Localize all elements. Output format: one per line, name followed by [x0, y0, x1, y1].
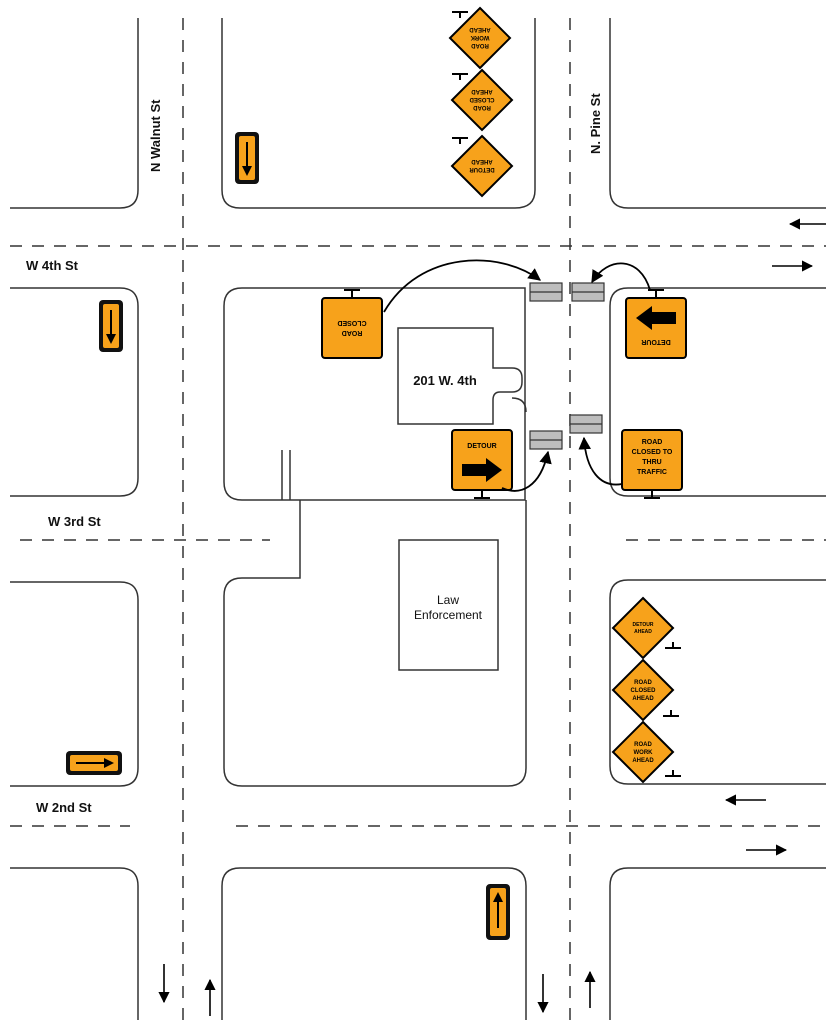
- sign-road-work-ahead-east: ROAD WORK AHEAD: [611, 720, 681, 784]
- street-label-n-walnut: N Walnut St: [148, 99, 163, 172]
- arrow-left-icon: [636, 306, 676, 330]
- sign-text: TRAFFIC: [637, 469, 667, 476]
- sign-text: AHEAD: [471, 88, 493, 94]
- barricade: [569, 414, 603, 434]
- arrow-down-icon: [106, 334, 116, 344]
- street-label-w-4th: W 4th St: [26, 258, 79, 273]
- block-outlines: [10, 18, 826, 1020]
- sign-text: AHEAD: [471, 158, 493, 164]
- sign-road-closed-4th: ROAD CLOSED: [321, 289, 383, 359]
- sign-text: WORK: [470, 34, 490, 40]
- sign-text: CLOSED: [469, 96, 495, 102]
- sign-detour-left: DETOUR: [625, 289, 687, 359]
- sign-road-closed-ahead-north: ROAD CLOSED AHEAD: [450, 68, 514, 132]
- sign-text: CLOSED: [630, 688, 656, 694]
- arrow-right-icon: [104, 758, 114, 768]
- centerlines: [10, 18, 826, 1020]
- sign-text: DETOUR: [632, 622, 653, 628]
- detour-marker-walnut-left: [99, 300, 123, 352]
- sign-road-closed-thru-traffic: ROAD CLOSED TO THRU TRAFFIC: [621, 429, 683, 499]
- street-label-w-2nd: W 2nd St: [36, 800, 92, 815]
- sign-text: ROAD: [634, 680, 652, 686]
- sign-detour-ahead-east: DETOUR AHEAD: [611, 596, 681, 660]
- detour-marker-2nd-left: [66, 751, 122, 775]
- sign-text: ROAD: [473, 104, 491, 110]
- sign-text: CLOSED: [337, 319, 366, 326]
- arrow-up-icon: [493, 892, 503, 902]
- sign-text: ROAD: [471, 42, 489, 48]
- barricade: [529, 430, 563, 450]
- barricade: [529, 282, 563, 302]
- sign-text: AHEAD: [632, 696, 654, 702]
- sign-text: AHEAD: [634, 629, 652, 635]
- building-law-enforcement: Law Enforcement: [398, 539, 499, 671]
- sign-text: AHEAD: [469, 26, 491, 32]
- building-label-law: Law: [437, 593, 459, 607]
- sign-road-closed-ahead-east: ROAD CLOSED AHEAD: [611, 658, 679, 722]
- sign-text: ROAD: [342, 329, 363, 336]
- sign-text: DETOUR: [467, 443, 496, 450]
- building-label-201: 201 W. 4th: [413, 373, 477, 388]
- sign-road-work-ahead-north: ROAD WORK AHEAD: [448, 6, 512, 70]
- building-label-enforcement: Enforcement: [414, 608, 483, 622]
- sign-text: DETOUR: [469, 166, 495, 172]
- direction-arrows: [158, 218, 826, 1016]
- detour-marker-pine-bottom: [486, 884, 510, 940]
- sign-text: CLOSED TO: [632, 449, 673, 456]
- sign-text: ROAD: [642, 439, 663, 446]
- barricades: [529, 282, 605, 450]
- arrow-down-icon: [242, 166, 252, 176]
- sign-text: DETOUR: [641, 338, 670, 345]
- sign-text: ROAD: [634, 742, 652, 748]
- sign-text: THRU: [642, 459, 661, 466]
- detour-marker-walnut-top: [235, 132, 259, 184]
- sign-detour-right: DETOUR: [451, 429, 513, 499]
- barricade: [571, 282, 605, 302]
- sign-text: AHEAD: [632, 758, 654, 764]
- sign-detour-ahead-north: DETOUR AHEAD: [450, 134, 514, 198]
- building-201-w-4th: 201 W. 4th: [397, 327, 527, 425]
- arrow-right-icon: [462, 458, 502, 482]
- placement-curves: [383, 259, 651, 492]
- street-label-n-pine: N. Pine St: [588, 93, 603, 154]
- sign-text: WORK: [634, 750, 654, 756]
- street-label-w-3rd: W 3rd St: [48, 514, 101, 529]
